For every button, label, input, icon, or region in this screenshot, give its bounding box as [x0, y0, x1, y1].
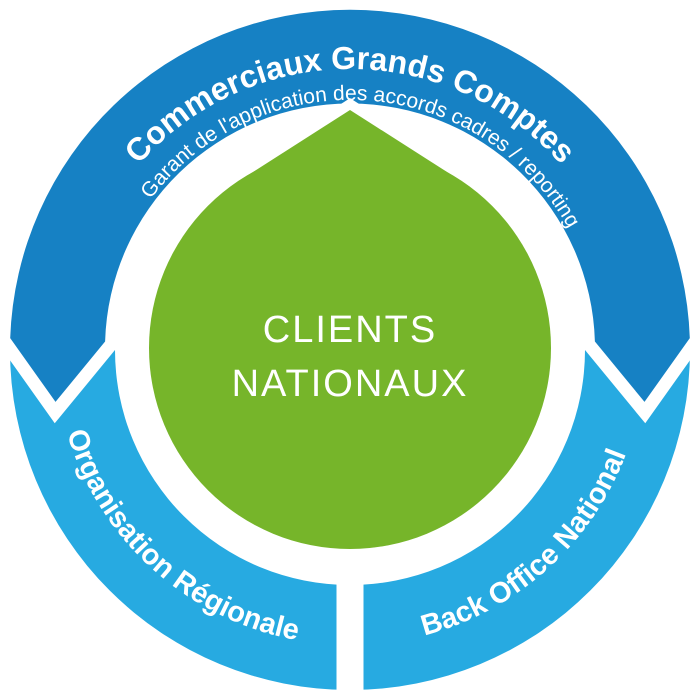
center-label-line1: CLIENTS [263, 309, 437, 351]
bottom-left-arc-segment [10, 350, 350, 690]
center-label-line2: NATIONAUX [232, 363, 469, 405]
top-arc-segment-with-arrow-icons [10, 9, 690, 402]
bottom-gap-divider [336, 572, 364, 698]
center-circle-body [149, 147, 551, 549]
center-circle-peak-icon [242, 110, 458, 179]
center-circle [149, 110, 551, 549]
bottom-right-arc-segment [350, 350, 690, 690]
